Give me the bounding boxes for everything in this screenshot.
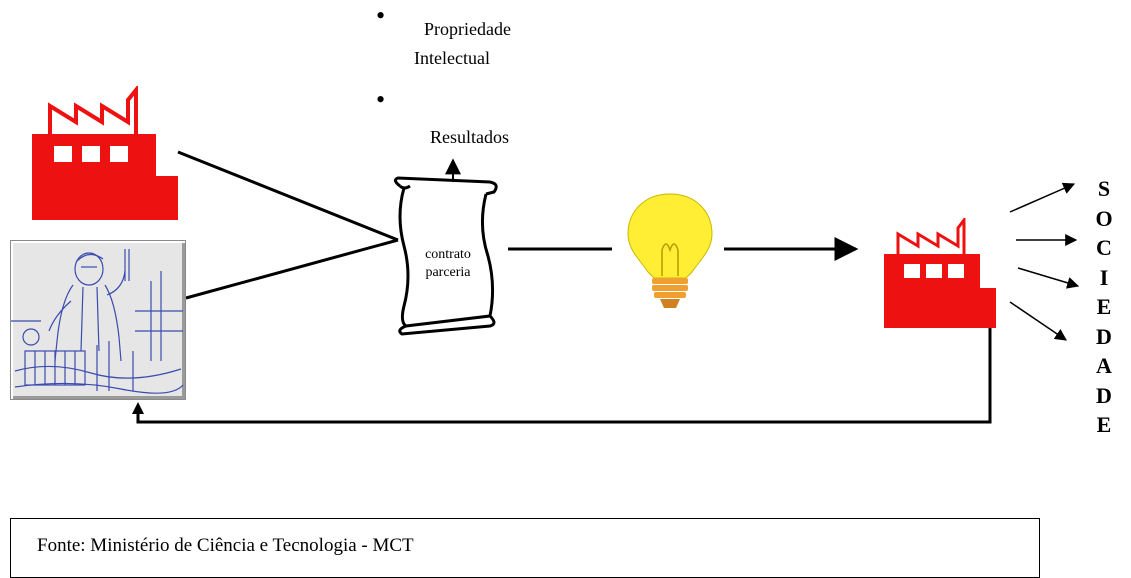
- contract-label-line1: contrato: [425, 247, 471, 262]
- society-letter: D: [1096, 382, 1112, 408]
- bullet-item-2-line1: Resultados: [430, 127, 509, 147]
- society-letter: D: [1096, 323, 1112, 349]
- connector-scientist-to-contract: [185, 238, 399, 300]
- light-bulb-icon: [627, 193, 713, 308]
- society-label: S O C I E D A D E: [1084, 174, 1124, 440]
- arrow-to-society-3: [1017, 267, 1080, 289]
- feedback-arrow-to-scientist: [136, 290, 992, 424]
- society-letter: E: [1096, 294, 1112, 319]
- source-caption: Fonte: Ministério de Ciência e Tecnologi…: [37, 535, 414, 556]
- society-letter: O: [1095, 205, 1113, 231]
- arrow-to-society-4: [1009, 301, 1067, 341]
- society-letter: I: [1099, 264, 1109, 290]
- society-letter: S: [1097, 176, 1111, 201]
- bullet-icon: •: [376, 85, 386, 114]
- connector-factory-to-contract: [177, 150, 399, 242]
- contract-label: contrato parceria: [408, 246, 488, 282]
- factory-icon: [884, 218, 996, 328]
- bullet-item-1-line2: Intelectual: [414, 48, 490, 68]
- source-caption-box: Fonte: Ministério de Ciência e Tecnologi…: [10, 518, 1040, 578]
- factory-icon: [32, 86, 178, 220]
- contract-label-line2: parceria: [425, 265, 471, 280]
- society-letter: E: [1096, 412, 1112, 437]
- document-scroll-icon: [393, 176, 498, 336]
- scientist-drawing: [11, 249, 184, 394]
- society-letter: A: [1096, 353, 1112, 378]
- arrow-to-society-1: [1009, 182, 1076, 213]
- society-letter: C: [1096, 235, 1112, 260]
- diagram-canvas: [132, 150, 1080, 424]
- bullet-item-1-line1: Propriedade: [424, 19, 511, 39]
- scientist-illustration: [10, 240, 186, 400]
- bullet-icon: •: [376, 1, 386, 30]
